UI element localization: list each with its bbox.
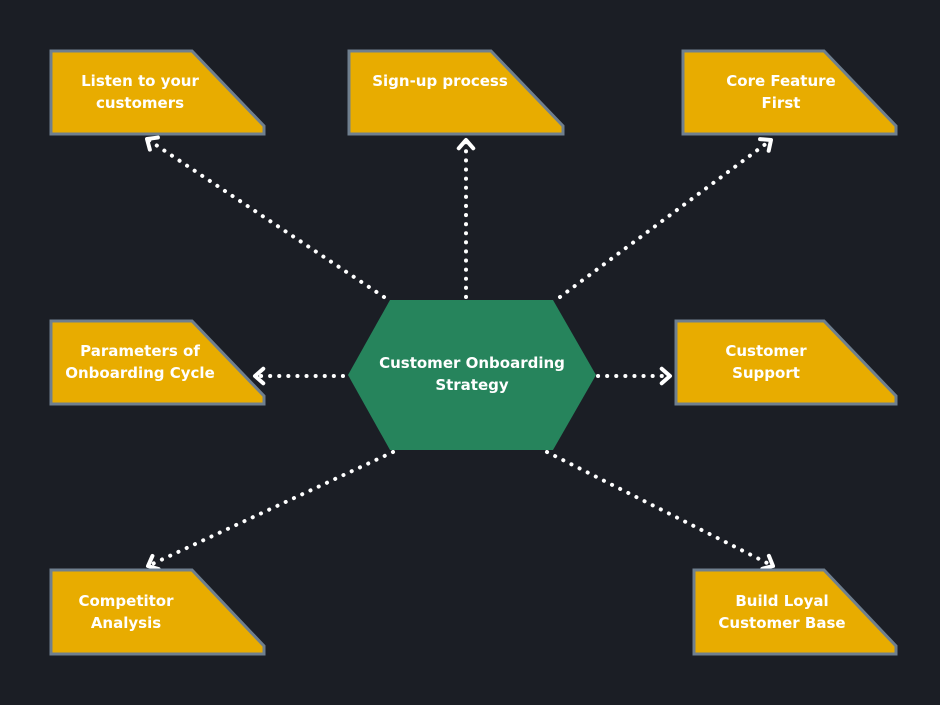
center-node-hexagon xyxy=(348,300,596,450)
node-label-competitor: Competitor Analysis xyxy=(78,592,174,632)
node-box-support xyxy=(674,319,898,406)
connector-arrowhead-loyal xyxy=(760,553,775,571)
connector-line-core xyxy=(558,138,773,299)
node-label-params: Parameters of Onboarding Cycle xyxy=(65,342,215,382)
connector-arrowhead-competitor xyxy=(146,553,161,572)
node-label-listen: Listen to your customers xyxy=(81,72,199,112)
node-box-competitor xyxy=(49,568,266,656)
connector-line-listen xyxy=(145,137,386,299)
connector-line-loyal xyxy=(545,450,775,568)
shapes xyxy=(49,49,898,656)
node-box-params xyxy=(49,319,266,406)
node-label-loyal: Build Loyal Customer Base xyxy=(718,592,846,632)
connector-arrowhead-signup xyxy=(456,138,476,151)
center-node-label: Customer Onboarding Strategy xyxy=(379,354,565,394)
node-box-listen xyxy=(49,49,266,136)
node-box-signup xyxy=(347,49,565,136)
connector-arrowhead-support xyxy=(659,366,672,386)
connector-arrowhead-core xyxy=(758,137,773,153)
node-box-core xyxy=(681,49,898,136)
node-label-support: Customer Support xyxy=(725,342,807,382)
node-label-signup: Sign-up process xyxy=(372,72,508,90)
connector-arrowhead-listen xyxy=(145,135,160,152)
connector-line-competitor xyxy=(146,450,395,568)
node-box-loyal xyxy=(692,568,898,656)
connectors xyxy=(145,135,775,572)
node-label-core: Core Feature First xyxy=(726,72,836,112)
connector-arrowhead-params xyxy=(253,366,266,386)
